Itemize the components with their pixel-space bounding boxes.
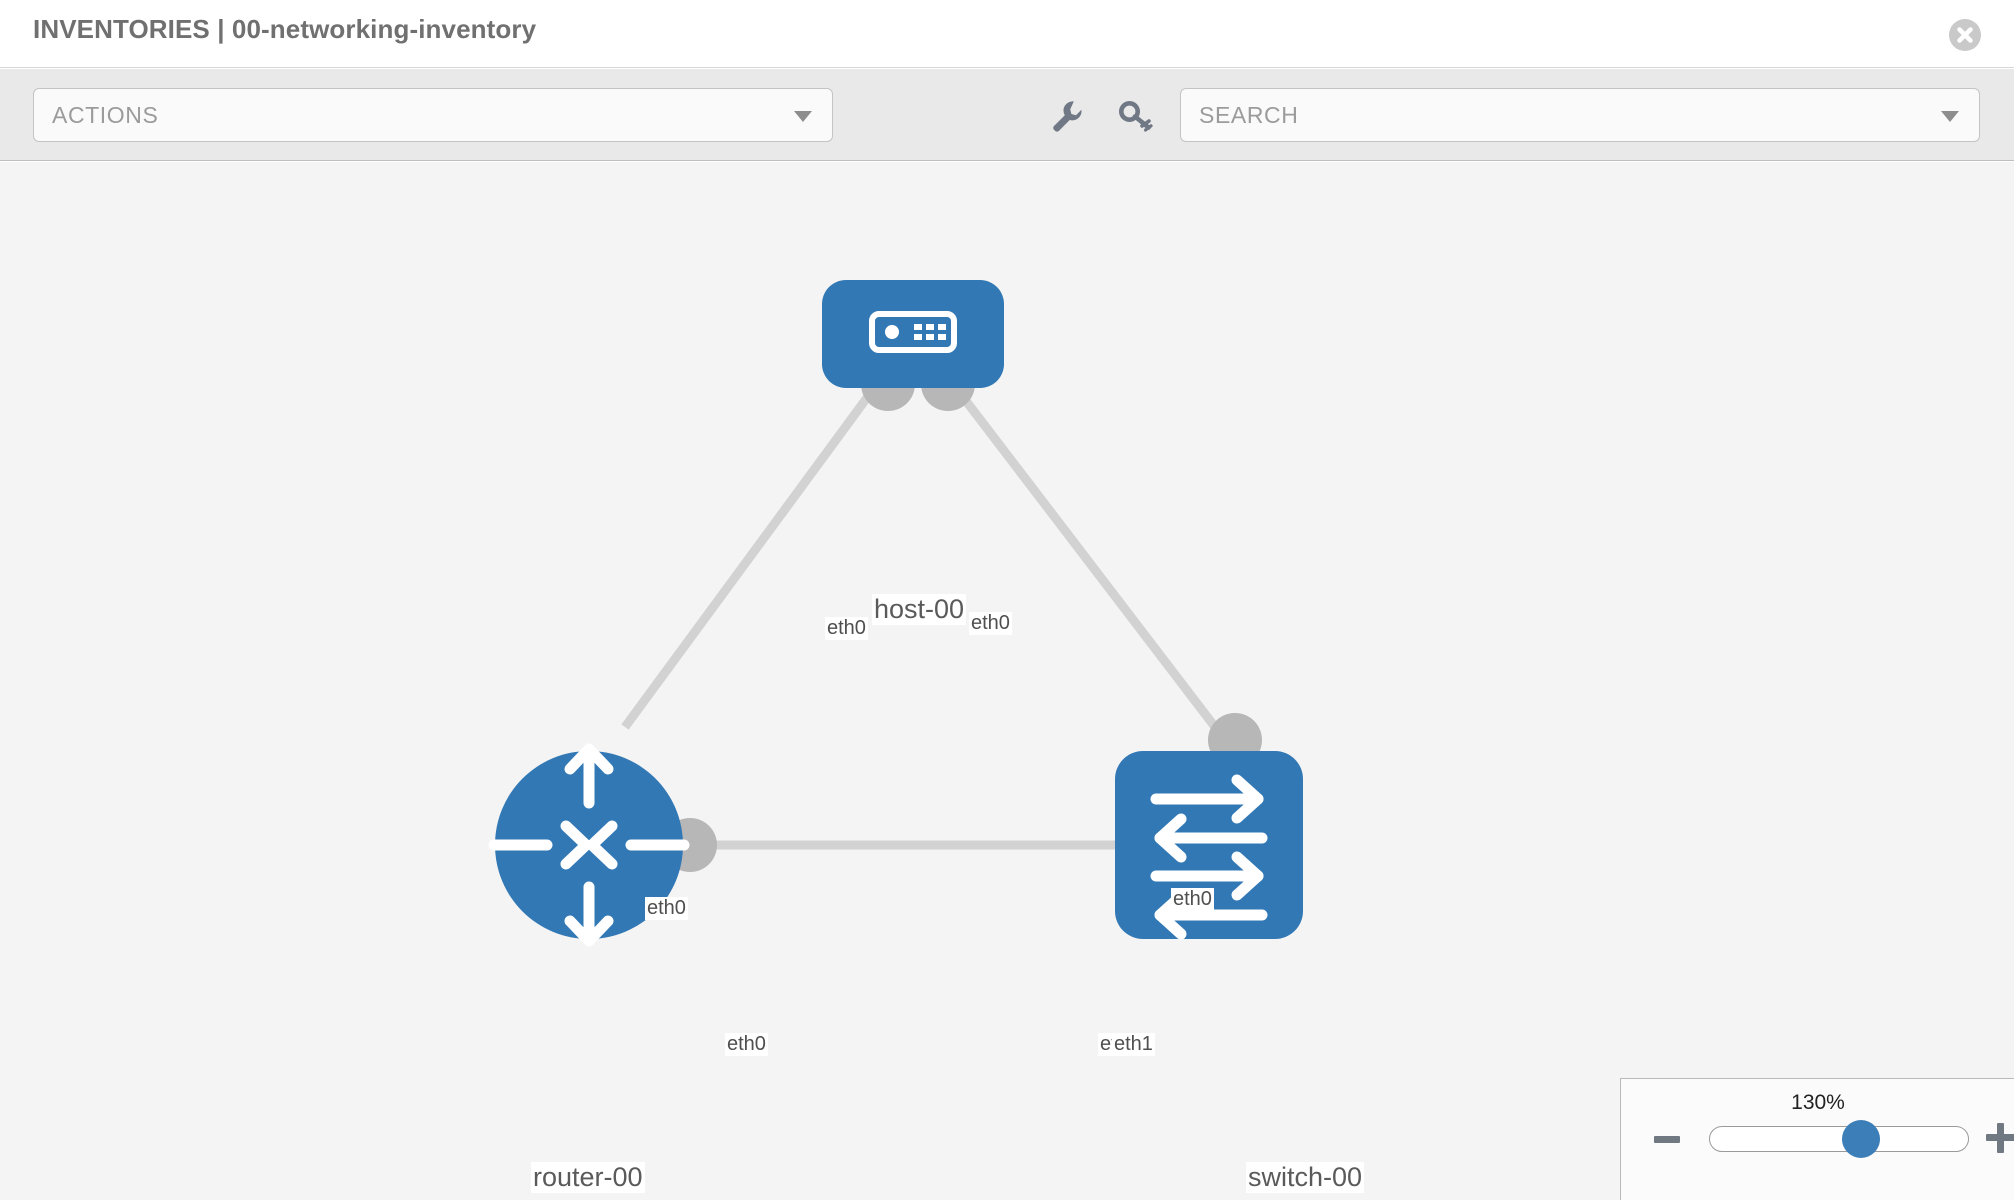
close-icon[interactable] <box>1948 18 1982 52</box>
iface-label-router-host: eth0 <box>645 897 688 920</box>
node-host-00[interactable] <box>822 280 1004 388</box>
window-header: INVENTORIES | 00-networking-inventory <box>0 0 2014 68</box>
topology-graph <box>488 280 1303 947</box>
actions-dropdown[interactable]: ACTIONS <box>33 88 833 142</box>
toolbar: ACTIONS SEARCH <box>0 69 2014 161</box>
node-router-00[interactable] <box>488 743 690 947</box>
iface-label-host-router: eth0 <box>825 617 868 640</box>
page-title: INVENTORIES | 00-networking-inventory <box>33 14 537 44</box>
zoom-slider-track[interactable] <box>1709 1126 1969 1152</box>
zoom-in-button[interactable] <box>1986 1123 2014 1153</box>
iface-label-switch-router: eth1 <box>1112 1033 1155 1056</box>
key-icon[interactable] <box>1117 97 1153 133</box>
zoom-level-value: 130% <box>1791 1091 1845 1114</box>
edge-host-switch[interactable] <box>946 377 1219 730</box>
zoom-control-panel: 130% <box>1620 1078 2014 1200</box>
iface-label-router-switch: eth0 <box>725 1033 768 1056</box>
actions-dropdown-label: ACTIONS <box>52 102 159 128</box>
iface-label-switch-host: eth0 <box>1171 888 1214 911</box>
topology-canvas[interactable]: host-00 router-00 switch-00 eth0 eth0 et… <box>0 162 2014 1200</box>
wrench-icon[interactable] <box>1048 97 1084 133</box>
node-label-switch-00[interactable]: switch-00 <box>1246 1162 1365 1193</box>
chevron-down-icon[interactable] <box>1941 111 1959 122</box>
zoom-slider-handle[interactable] <box>1842 1120 1881 1158</box>
edge-host-router[interactable] <box>621 377 884 730</box>
zoom-out-button[interactable] <box>1654 1136 1680 1143</box>
node-label-router-00[interactable]: router-00 <box>531 1162 645 1193</box>
search-input[interactable]: SEARCH <box>1180 88 1980 142</box>
node-label-host-00[interactable]: host-00 <box>872 594 967 625</box>
chevron-down-icon <box>794 111 812 122</box>
iface-label-host-switch: eth0 <box>969 612 1012 635</box>
search-placeholder: SEARCH <box>1199 102 1299 128</box>
node-switch-00[interactable] <box>1115 751 1303 940</box>
